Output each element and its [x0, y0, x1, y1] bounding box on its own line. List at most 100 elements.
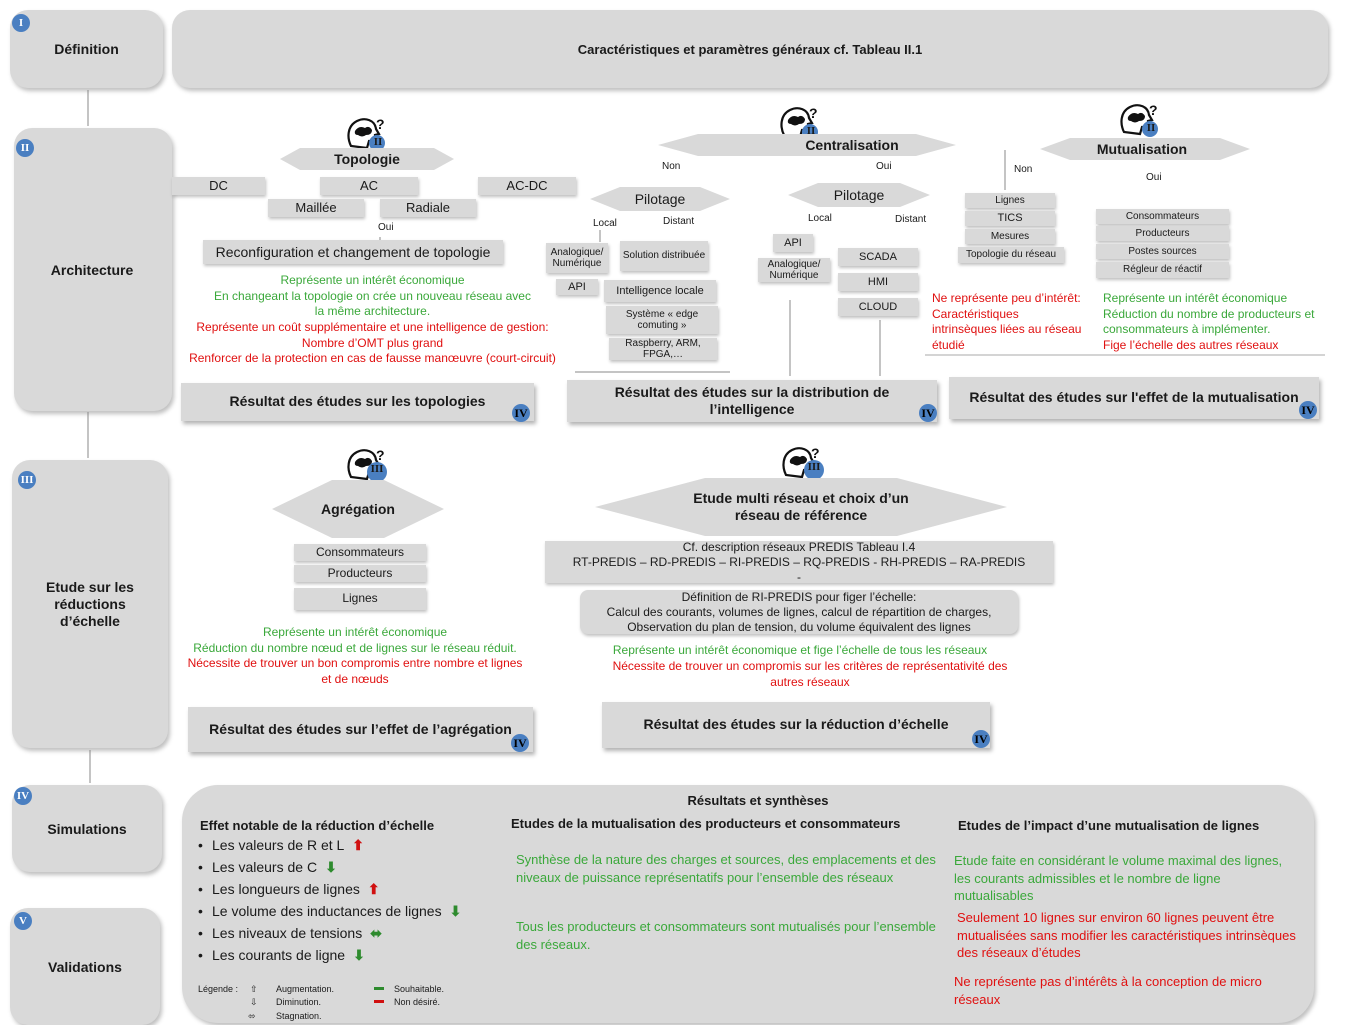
phase-simulations: Simulations [12, 785, 162, 872]
arrow-down-icon: ⬇ [449, 902, 462, 919]
multi-title: Etude multi réseau et choix d’un réseau … [693, 490, 909, 523]
legend-title: Légende : [198, 984, 239, 994]
iv-badge: IV [512, 404, 530, 422]
mutualisation-red-line: étudié [932, 337, 965, 352]
mutualisation-badge: II [1146, 122, 1156, 134]
thinking-head-icon: ? [782, 445, 824, 480]
effect-item: •Les longueurs de lignes⬆ [198, 880, 380, 898]
agregation-badge: III [370, 463, 384, 475]
mutualisation-non-lignes: Lignes [965, 193, 1055, 208]
topology-red-line: Représente un coût supplémentaire et une… [196, 320, 549, 334]
arrow-down-icon: ⬇ [325, 858, 337, 875]
phase-etude-label: Etude sur les réductions d’échelle [46, 578, 134, 629]
centralisation-diamond [658, 134, 956, 156]
thinking-head-icon: ? [1120, 102, 1158, 137]
legend-dim: Diminution. [276, 997, 322, 1007]
mutualisation-red2-text: Fige l’échelle des autres réseaux [1103, 338, 1279, 352]
left-distant-solution: Solution distribuée [620, 241, 708, 271]
phase-badge-ii: II [16, 139, 34, 157]
effect-label: Les courants de ligne [212, 947, 346, 963]
multi-red-line: autres réseaux [770, 674, 850, 689]
legend-nond: Non désiré. [394, 997, 441, 1007]
predis-line-1: Cf. description réseaux PREDIS Tableau I… [682, 539, 916, 554]
multi-result: Résultat des études sur la réduction d’é… [602, 702, 990, 748]
arrow-up-icon: ⬆ [352, 836, 365, 853]
topology-radiale: Radiale [380, 199, 476, 217]
agregation-consommateurs: Consommateurs [294, 544, 426, 561]
results-panel [182, 785, 1314, 1023]
phase-validations: Validations [10, 908, 160, 1025]
mutualisation-red-line: Caractéristiques [932, 306, 1019, 321]
svg-text:?: ? [811, 445, 820, 461]
legend-souh: Souhaitable. [394, 984, 445, 994]
centralisation-title: Centralisation [805, 137, 899, 153]
right-local-analog: Analogique/ Numérique [758, 258, 830, 282]
phase-simulations-label: Simulations [47, 820, 127, 837]
effect-label: Le volume des inductances de lignes [212, 903, 442, 919]
left-local-api: API [556, 279, 598, 295]
phase-badge-iii: III [18, 471, 36, 489]
phase-badge-i: I [12, 14, 30, 32]
agregation-green-line: Réduction du nombre nœud et de lignes su… [193, 640, 517, 655]
right-local-label: Local [808, 213, 832, 224]
left-distant-intelligence: Intelligence locale [604, 280, 716, 302]
topology-green-line: la même architecture. [314, 304, 431, 318]
ri-line-3: Observation du plan de tension, du volum… [627, 619, 971, 634]
mutualisation-red-text: Ne représente peu d’intérêt: Caractérist… [932, 291, 1102, 353]
arrow-down-outline-icon: ⇩ [250, 997, 258, 1007]
mutualisation-oui-producteurs: Producteurs [1096, 226, 1229, 241]
topology-ac: AC [320, 177, 418, 195]
thinking-head-icon: ? [347, 447, 387, 482]
pilotage-right-diamond [788, 183, 930, 207]
multi-badge: III [807, 461, 821, 473]
results-col1-title: Effet notable de la réduction d’échelle [200, 818, 435, 833]
mutualisation-oui-consommateurs: Consommateurs [1096, 209, 1229, 224]
agregation-green-text: Représente un intérêt économique Réducti… [170, 625, 540, 656]
topology-result: Résultat des études sur les topologies [181, 383, 534, 421]
legend: Légende : ⇧ Augmentation. ⇩ Diminution. … [198, 982, 498, 1022]
agregation-diamond [272, 480, 444, 538]
iv-badge: IV [1299, 401, 1317, 419]
definition-box: Caractéristiques et paramètres généraux … [172, 10, 1328, 88]
results-col2-title: Etudes de la mutualisation des producteu… [511, 816, 901, 831]
topology-red-text: Représente un coût supplémentaire et une… [170, 320, 575, 367]
left-local-analog: Analogique/ Numérique [546, 243, 608, 273]
svg-text:?: ? [1149, 102, 1158, 118]
mutualisation-non-topologie: Topologie du réseau [958, 247, 1064, 263]
arrow-both-outline-icon: ⬄ [248, 1011, 256, 1021]
svg-text:?: ? [376, 447, 385, 463]
topology-oui: Oui [378, 222, 394, 233]
legend-aug: Augmentation. [276, 984, 335, 994]
topology-red-line: Nombre d’OMT plus grand [301, 335, 444, 350]
topology-green-line: En changeant la topologie on crée un nou… [214, 288, 531, 303]
mutualisation-oui: Oui [1146, 172, 1162, 183]
ri-line-2: Calcul des courants, volumes de lignes, … [606, 604, 992, 619]
effect-item: •Le volume des inductances de lignes⬇ [198, 902, 462, 920]
mutualisation-diamond [1040, 138, 1250, 160]
centralisation-result: Résultat des études sur la distribution … [567, 380, 937, 422]
legend-stag: Stagnation. [276, 1011, 322, 1021]
topology-green-text: Représente un intérêt économique En chan… [170, 273, 575, 320]
mutualisation-red-line: intrinsèques liées au réseau [932, 322, 1082, 336]
topology-title: Topologie [334, 151, 400, 167]
mutualisation-oui-regleur: Régleur de réactif [1096, 262, 1229, 278]
topology-green-line: Représente un intérêt économique [280, 273, 465, 287]
topology-acdc: AC-DC [478, 177, 576, 195]
iv-badge: IV [919, 404, 937, 422]
effect-label: Les valeurs de R et L [212, 837, 345, 853]
iv-badge: IV [511, 734, 529, 752]
agregation-result: Résultat des études sur l’effet de l’agr… [188, 707, 533, 752]
mutualisation-result: Résultat des études sur l'effet de la mu… [949, 377, 1319, 419]
mutualisation-green-line: Représente un intérêt économique [1103, 291, 1288, 305]
pilotage-left-diamond [590, 187, 730, 211]
topology-red-line: Renforcer de la protection en cas de fau… [189, 351, 556, 365]
right-local-api: API [773, 234, 813, 252]
agregation-red-line: et de nœuds [321, 671, 389, 686]
agregation-red-line: Nécessite de trouver un bon compromis en… [187, 656, 523, 670]
mutualisation-non-mesures: Mesures [965, 229, 1055, 244]
col3-red-2: Ne représente pas d’intérêts à la concep… [954, 974, 1262, 1007]
left-distant-edge: Système « edge comuting » [606, 306, 718, 334]
agregation-producteurs: Producteurs [294, 565, 426, 582]
mutualisation-red-line: Ne représente peu d’intérêt: [932, 291, 1081, 305]
